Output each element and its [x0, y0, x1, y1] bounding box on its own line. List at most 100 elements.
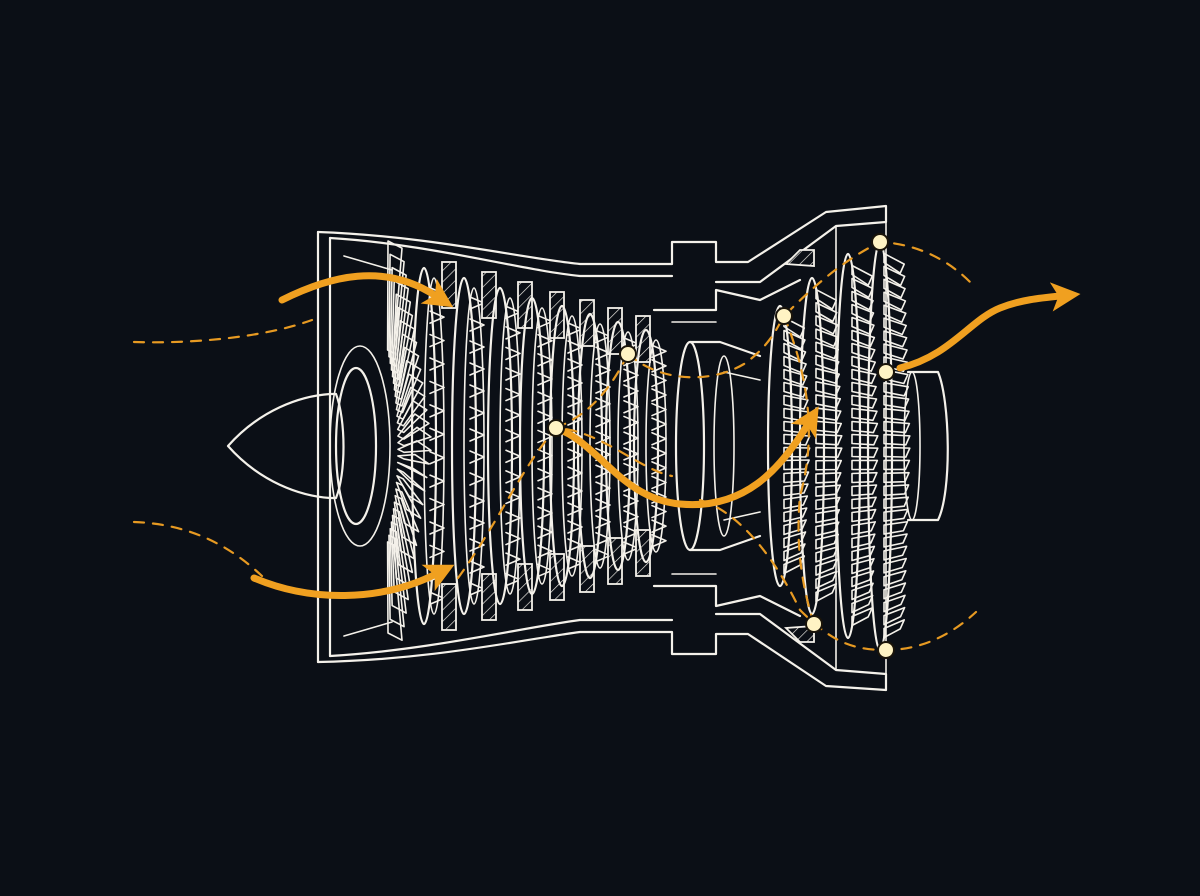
compressor-blade: [469, 538, 485, 552]
compressor-blade: [651, 344, 667, 359]
compressor-blade: [623, 447, 639, 461]
turbine-blade: [783, 407, 810, 422]
turbine-blade: [883, 570, 907, 587]
stator-block-bottom: [441, 583, 457, 631]
turbine-blade: [815, 354, 840, 372]
compressor-blade: [595, 363, 611, 377]
compressor-blade: [505, 511, 521, 525]
turbine-blade: [851, 521, 877, 536]
turbine-blade: [851, 594, 874, 614]
compressor-blade: [623, 431, 639, 445]
turbine-blade: [815, 558, 839, 576]
compressor-blade: [469, 318, 485, 332]
compressor-blade: [651, 504, 667, 519]
compressor-blade: [429, 357, 445, 371]
fan-blade: [396, 461, 428, 479]
turbine-blade: [851, 607, 874, 627]
turbine-blade: [883, 382, 909, 397]
compressor-disc: [518, 296, 546, 596]
compressor-disc: [604, 320, 632, 572]
compressor-blade: [623, 368, 639, 383]
turbine-blade: [851, 508, 877, 523]
compressor-blade: [469, 472, 485, 486]
turbine-blade: [815, 533, 840, 550]
turbine-blade: [883, 508, 909, 522]
turbine-blade: [851, 394, 878, 409]
turbine-blade: [851, 407, 878, 422]
fan-blade: [386, 541, 403, 641]
dot-icon: [547, 419, 565, 437]
turbine-blade: [883, 545, 908, 561]
dot-icon: [877, 641, 895, 659]
fan-blades: [343, 240, 432, 641]
turbine-blade: [851, 471, 878, 484]
turbine-blade: [883, 484, 910, 497]
compressor-blade: [651, 475, 667, 490]
turbine-blade: [783, 329, 806, 350]
compressor-blade: [505, 387, 521, 402]
turbine-blade: [883, 619, 905, 639]
compressor-blade: [623, 399, 639, 414]
turbine-blade: [851, 459, 879, 471]
fan-blade: [392, 306, 414, 387]
turbine-blade: [851, 484, 878, 497]
compressor-blade: [429, 521, 445, 535]
compressor-blade: [623, 509, 639, 524]
turbine-blade: [883, 291, 907, 311]
compressor-blade: [537, 544, 553, 559]
compressor-blade: [537, 333, 553, 348]
compressor-blade: [469, 406, 485, 420]
turbine-blade: [883, 278, 906, 299]
dot-icon: [805, 615, 823, 633]
compressor-blade: [595, 481, 611, 495]
turbine-blade: [815, 546, 839, 563]
compressor-blade: [469, 340, 485, 354]
fan-blade: [392, 508, 414, 574]
turbine-disc: [834, 252, 862, 640]
turbine-blade: [883, 606, 906, 626]
turbine-blade: [851, 496, 877, 510]
core-shaft: [674, 340, 762, 552]
compressor-blade: [505, 408, 521, 422]
compressor-blade: [537, 448, 553, 463]
dot-icon: [877, 363, 895, 381]
turbine-blade: [883, 582, 907, 600]
compressor-blade: [429, 497, 445, 512]
turbine-blade: [815, 433, 843, 446]
compressor-blade: [567, 376, 583, 390]
turbine-blade: [851, 342, 876, 360]
compressor-blade: [505, 552, 521, 566]
turbine-blade: [815, 315, 839, 335]
turbine-blade: [783, 543, 806, 562]
turbine-blade: [815, 367, 841, 384]
core-flow-arrow: [552, 406, 819, 509]
compressor-blade: [651, 446, 667, 461]
compressor-blade: [469, 494, 485, 508]
compressor-disc-inner: [645, 339, 667, 553]
turbine-seal-top: [783, 249, 815, 267]
fan-blade: [396, 373, 424, 421]
turbine-blade: [851, 355, 877, 372]
turbine-blade: [851, 290, 874, 311]
compressor-disc: [632, 328, 660, 564]
compressor-blade: [595, 397, 611, 411]
dot-icon: [871, 233, 889, 251]
compressor-blade: [651, 359, 667, 373]
compressor-blade: [429, 380, 445, 395]
turbine-blade: [883, 304, 907, 323]
compressor-blade: [537, 410, 553, 425]
turbine-blade: [851, 570, 875, 588]
compressor-blade: [651, 533, 667, 548]
turbine-blade: [883, 343, 908, 360]
turbine-blade: [883, 496, 909, 509]
turbine-blade: [815, 288, 838, 310]
compressor-blade: [567, 412, 583, 426]
turbine-blade: [815, 459, 843, 471]
spinner-cone: [226, 345, 391, 547]
turbine-blade: [815, 570, 838, 590]
turbine-seal-bottom: [783, 625, 815, 643]
turbine-blade: [851, 582, 874, 601]
compressor-blade: [567, 484, 583, 498]
